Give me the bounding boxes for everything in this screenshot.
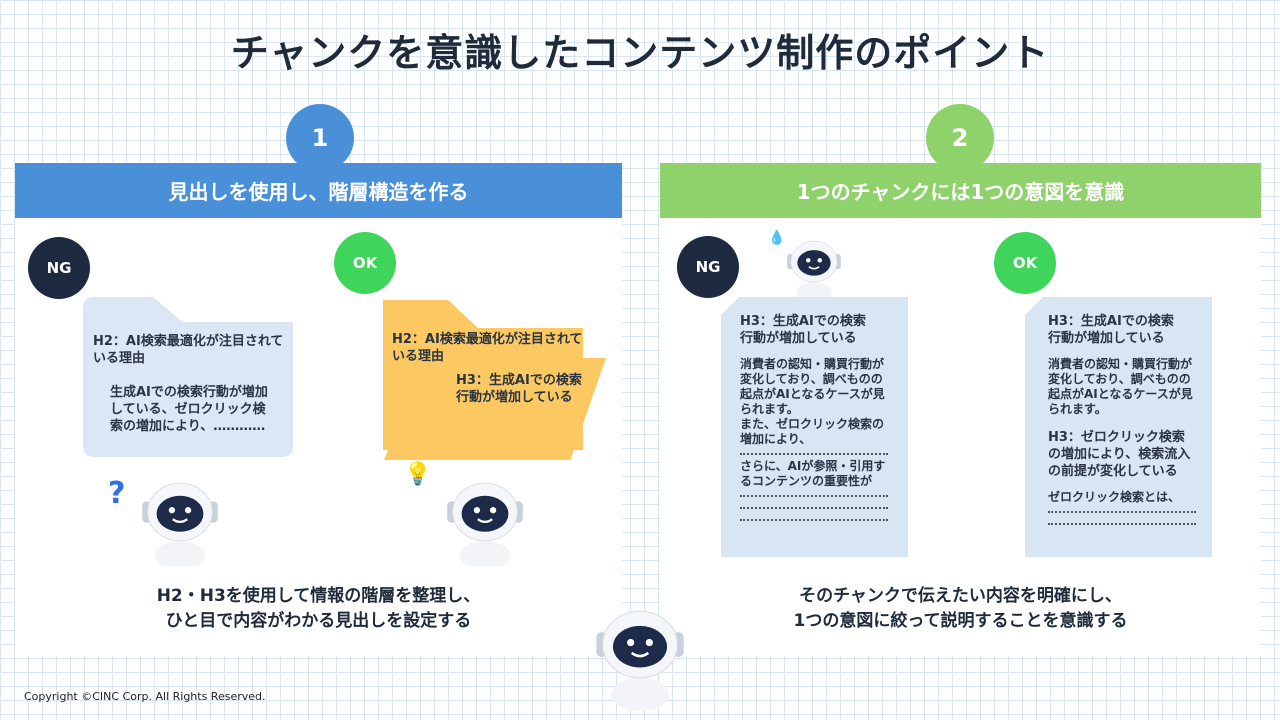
line: H3：生成AIでの検索 xyxy=(740,314,866,329)
line: 起点がAIとなるケースが見 xyxy=(1048,387,1193,401)
dotted-line xyxy=(740,447,888,455)
section-2-number: 2 xyxy=(926,104,994,172)
ng-document xyxy=(721,297,908,557)
ok-badge: OK xyxy=(994,232,1056,294)
line: 行動が増加している xyxy=(1048,331,1165,346)
line: 起点がAIとなるケースが見 xyxy=(740,387,885,401)
section-2-heading: 1つのチャンクには1つの意図を意識 xyxy=(660,163,1261,218)
happy-robot-icon xyxy=(440,476,530,566)
ok-document-content: H3：生成AIでの検索行動が増加している 消費者の認知・購買行動が変化しており、… xyxy=(1048,313,1196,529)
section-1-caption: H2・H3を使用して情報の階層を整理し、ひと目で内容がわかる見出しを設定する xyxy=(15,584,622,634)
ng-badge: NG xyxy=(677,236,739,298)
dotted-line xyxy=(1048,505,1196,513)
sweating-robot-icon xyxy=(778,236,850,300)
section-1-number: 1 xyxy=(286,104,354,172)
ok-folder-front xyxy=(384,358,606,460)
line: H2：AI検索最適化が注目されて xyxy=(93,334,284,349)
line: の前提が変化している xyxy=(1048,464,1178,479)
line: 増加により、 xyxy=(740,432,812,446)
page-title: チャンクを意識したコンテンツ制作のポイント xyxy=(230,31,1050,75)
line: ひと目で内容がわかる見出しを設定する xyxy=(165,611,472,631)
ok-folder-h2: H2：AI検索最適化が注目されている理由 xyxy=(392,331,582,365)
line: また、ゼロクリック検索の xyxy=(740,417,885,431)
line: 索の増加により、………… xyxy=(110,419,266,434)
line: 消費者の認知・購買行動が xyxy=(740,357,885,371)
lightbulb-icon: 💡 xyxy=(404,462,432,487)
mascot-robot-icon xyxy=(588,600,692,710)
line: H3：生成AIでの検索 xyxy=(1048,314,1174,329)
line: 行動が増加している xyxy=(456,390,573,405)
line: H3：ゼロクリック検索 xyxy=(1048,430,1185,445)
ok-folder-h3: H3：生成AIでの検索行動が増加している xyxy=(456,372,582,406)
line: 変化しており、調べものの xyxy=(740,372,883,386)
line: さらに、AIが参照・引用す xyxy=(740,459,886,473)
ok-badge: OK xyxy=(334,232,396,294)
section-2-caption: そのチャンクで伝えたい内容を明確にし、 1つの意図に絞って説明することを意識する xyxy=(660,584,1261,634)
line: られます。 xyxy=(1048,402,1107,416)
line: 生成AIでの検索行動が増加 xyxy=(110,385,268,400)
dotted-line xyxy=(740,513,888,521)
line: H2：AI検索最適化が注目されて xyxy=(392,332,583,347)
ok-document xyxy=(1025,297,1212,557)
copyright: Copyright ©CINC Corp. All Rights Reserve… xyxy=(24,690,266,703)
line: 1つの意図に絞って説明することを意識する xyxy=(793,611,1128,631)
section-1-heading: 見出しを使用し、階層構造を作る xyxy=(15,163,622,218)
line: 行動が増加している xyxy=(740,331,857,346)
line: そのチャンクで伝えたい内容を明確にし、 xyxy=(799,586,1122,606)
ng-badge: NG xyxy=(28,237,90,299)
ng-folder xyxy=(83,297,293,457)
line: 変化しており、調べものの xyxy=(1048,372,1191,386)
question-mark-icon: ? xyxy=(108,476,126,511)
line: いる理由 xyxy=(392,349,445,364)
ng-document-content: H3：生成AIでの検索行動が増加している 消費者の認知・購買行動が変化しており、… xyxy=(740,313,888,525)
line: 消費者の認知・購買行動が xyxy=(1048,357,1193,371)
confused-robot-icon xyxy=(135,476,225,566)
dotted-line xyxy=(740,501,888,509)
dotted-line xyxy=(740,489,888,497)
dotted-line xyxy=(1048,517,1196,525)
line: している、ゼロクリック検 xyxy=(110,402,266,417)
ng-folder-h2: H2：AI検索最適化が注目されている理由 xyxy=(93,333,283,367)
line: H3：生成AIでの検索 xyxy=(456,373,582,388)
ng-folder-body: 生成AIでの検索行動が増加している、ゼロクリック検索の増加により、………… xyxy=(110,384,268,435)
line: るコンテンツの重要性が xyxy=(740,474,873,488)
sweat-drop-icon: 💧 xyxy=(768,230,786,246)
line: H2・H3を使用して情報の階層を整理し、 xyxy=(156,586,481,606)
line: の増加により、検索流入 xyxy=(1048,447,1191,462)
line: られます。 xyxy=(740,402,799,416)
line: ゼロクリック検索とは、 xyxy=(1048,490,1181,504)
line: いる理由 xyxy=(93,351,146,366)
